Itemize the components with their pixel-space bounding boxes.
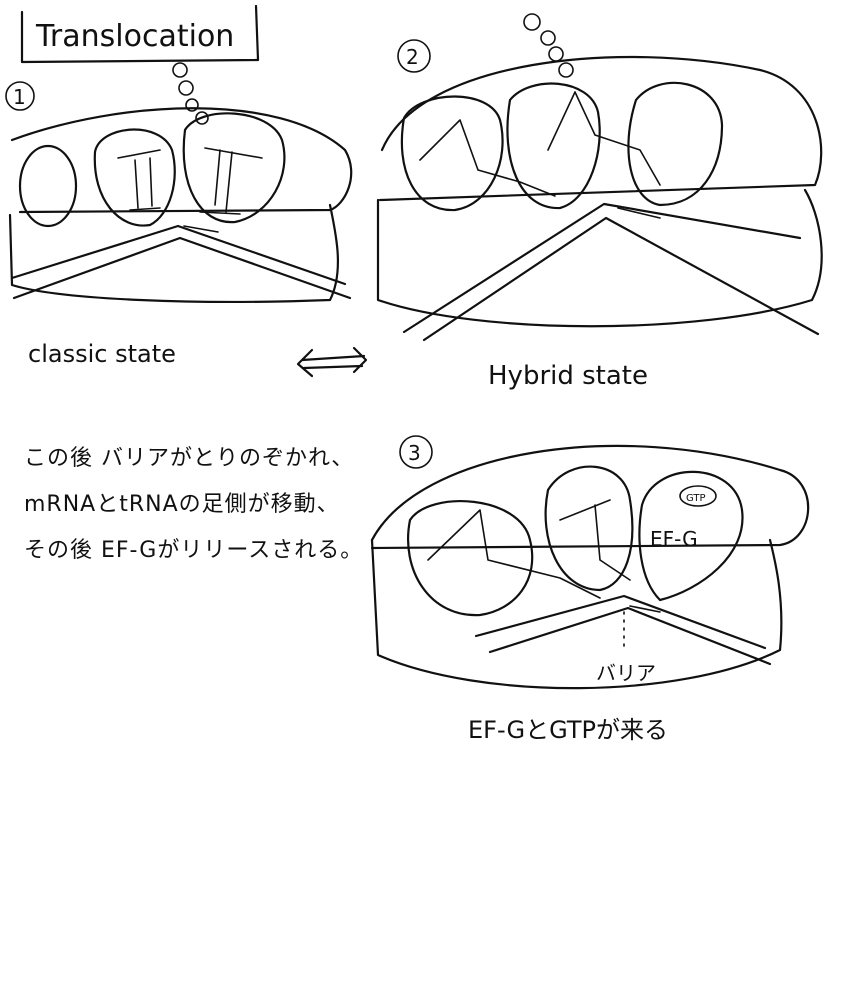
panel-1-large-subunit <box>10 107 353 214</box>
panel-1-number-circle <box>5 81 35 111</box>
panel-2-trna-hybrid-2 <box>547 91 661 186</box>
panel-3-codon-mark <box>629 605 661 613</box>
panel-2-e-site <box>400 95 504 212</box>
panel-2-p-site <box>506 82 601 210</box>
note-line-1: この後 バリアがとりのぞかれ、 <box>24 446 355 471</box>
panel-3-p-site <box>544 465 634 592</box>
panel-1-peptide-2 <box>178 80 194 96</box>
panel-2-mrna-bottom <box>422 216 820 342</box>
panel-2-mrna-top <box>402 202 802 334</box>
note-line-2: mRNAとtRNAの足側が移動、 <box>24 492 340 517</box>
panel-3-trna-2 <box>559 499 631 581</box>
panel-2-small-subunit <box>376 188 823 328</box>
panel-1-trna-p <box>117 149 161 211</box>
panel-2: 2 Hybrid state <box>376 13 823 391</box>
panel-2-number-circle <box>397 39 431 73</box>
panel-2-peptide-2 <box>540 30 556 46</box>
panel-1-peptide-3 <box>185 98 199 112</box>
panel-3-e-site <box>407 500 534 617</box>
panel-3-large-subunit <box>370 444 810 550</box>
panel-1-mrna-top <box>10 224 347 286</box>
panel-1: 1 classic state <box>5 62 353 368</box>
title-box: Translocation <box>20 4 260 64</box>
panel-3-mrna-top <box>474 594 767 650</box>
gtp-oval <box>679 485 717 507</box>
note-block: この後 バリアがとりのぞかれ、 mRNAとtRNAの足側が移動、 その後 EF-… <box>24 436 363 574</box>
panel-2-peptide-3 <box>548 46 564 62</box>
panel-3-small-subunit <box>370 538 783 690</box>
panel-1-trna-a <box>199 147 263 215</box>
panel-1-small-subunit <box>8 203 339 303</box>
panel-2-large-subunit <box>378 55 823 202</box>
panel-2-codon-mark <box>617 207 661 219</box>
panel-1-peptide-1 <box>172 62 188 78</box>
panel-1-peptide-4 <box>195 111 209 125</box>
panel-3: 3 GTP EF-G バリア EF-GとGTPが来る <box>370 435 810 744</box>
gtp-label: GTP <box>686 493 706 504</box>
panel-2-trna-hybrid-1 <box>419 119 556 197</box>
panel-2-state-label: Hybrid state <box>488 361 648 391</box>
panel-3-number-circle <box>399 435 433 469</box>
panel-3-caption: EF-GとGTPが来る <box>468 716 668 744</box>
panel-1-codon-mark <box>183 225 219 233</box>
panel-1-e-site <box>18 144 78 228</box>
double-arrow <box>296 346 368 378</box>
panel-1-mrna-bottom <box>12 236 352 300</box>
note-line-3: その後 EF-Gがリリースされる。 <box>24 538 364 563</box>
panel-3-mrna-bottom <box>488 606 772 666</box>
panel-1-a-site <box>182 112 286 224</box>
state-arrow: ⟺ <box>0 0 368 378</box>
panel-1-state-label: classic state <box>28 340 176 368</box>
panel-2-number: 2 <box>406 45 419 69</box>
ef-g-label: EF-G <box>650 527 698 551</box>
panel-2-a-site <box>627 81 724 207</box>
panel-3-ef-g-site <box>638 470 744 602</box>
title: Translocation <box>35 19 234 54</box>
barrier-label: バリア <box>596 661 656 685</box>
panel-3-number: 3 <box>408 441 421 465</box>
panel-2-peptide-4 <box>558 62 574 78</box>
panel-2-peptide-1 <box>523 13 541 31</box>
panel-1-p-site <box>93 128 176 227</box>
arrow-symbol: ⟺ <box>0 0 2 1</box>
panel-3-trna-1 <box>427 509 601 599</box>
panel-1-number: 1 <box>13 85 26 109</box>
title-frame <box>20 4 260 64</box>
